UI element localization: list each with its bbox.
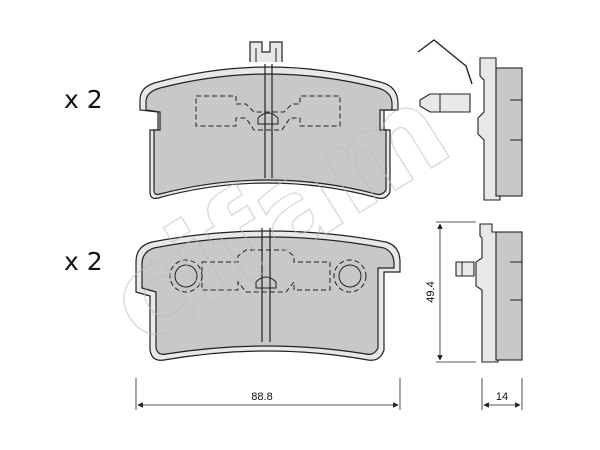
thickness-dimension-label: 14 (496, 391, 508, 403)
thickness-dimension: 14 (481, 378, 523, 410)
bottom-pad-front-view (135, 228, 401, 361)
height-dimension: 49.4 (425, 221, 476, 363)
top-friction-material (145, 73, 393, 196)
top-pad-clip (249, 41, 283, 62)
left-mounting-ring (169, 259, 203, 293)
top-pad-side-view (417, 39, 523, 201)
width-dimension-label: 88.8 (251, 391, 272, 403)
top-pad-front-view (139, 41, 399, 199)
quantity-label-top: x 2 (64, 85, 103, 114)
bottom-friction-material (141, 236, 395, 355)
width-dimension: 88.8 (135, 378, 401, 410)
right-mounting-ring (333, 259, 367, 293)
bottom-pad-side-view (455, 223, 523, 363)
quantity-label-bottom: x 2 (64, 247, 103, 276)
height-dimension-label: 49.4 (425, 281, 437, 302)
